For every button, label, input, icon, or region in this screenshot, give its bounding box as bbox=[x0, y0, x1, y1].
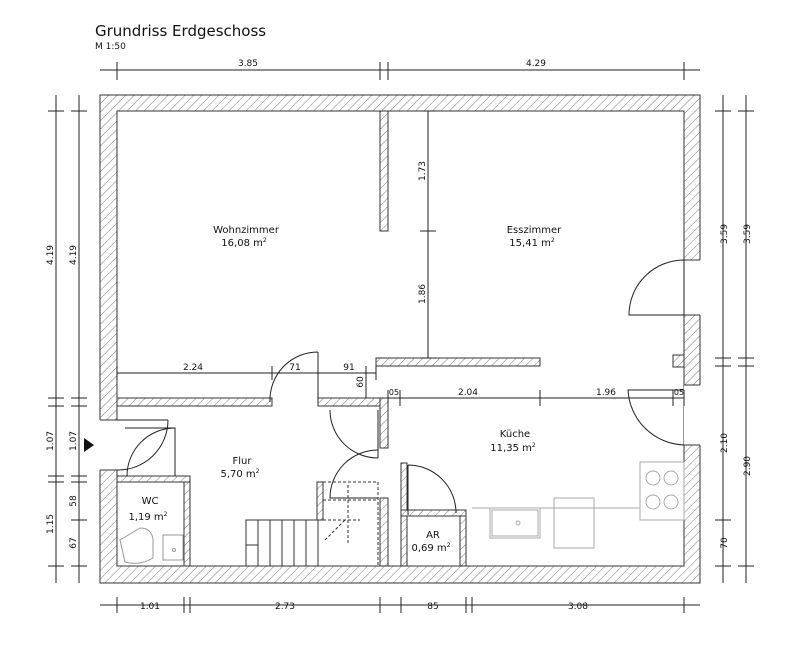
room-name-kitchen: Küche bbox=[500, 429, 530, 440]
wall-dining-right-stub bbox=[672, 354, 685, 368]
dim-interior-186: 1.86 bbox=[418, 284, 428, 304]
dim-left-inner-2: 1.07 bbox=[69, 431, 79, 451]
door-wc bbox=[125, 427, 176, 477]
dim-interior-173: 1.73 bbox=[418, 161, 428, 181]
dim-right-outer-1: 3.59 bbox=[743, 224, 753, 244]
dim-interior-196: 1.96 bbox=[596, 388, 616, 398]
wc-fixtures bbox=[119, 527, 184, 564]
dim-interior-224: 2.24 bbox=[183, 363, 203, 373]
dim-left-inner-1: 4.19 bbox=[69, 245, 79, 265]
entrance-arrow-icon bbox=[84, 438, 94, 452]
door-kitchen bbox=[627, 389, 685, 446]
dimension-lines bbox=[48, 62, 754, 613]
door-ar bbox=[407, 464, 457, 515]
wall-ar-top bbox=[400, 509, 467, 517]
dim-bottom-2: 2.73 bbox=[275, 602, 295, 612]
wall-living-hall-mid bbox=[317, 397, 389, 407]
room-area-storage: 0,69 m2 bbox=[411, 542, 450, 554]
toilet-icon bbox=[119, 527, 154, 564]
door-entrance bbox=[116, 419, 169, 471]
room-name-dining: Esszimmer bbox=[507, 225, 562, 236]
room-name-hall: Flur bbox=[233, 456, 253, 467]
room-name-storage: AR bbox=[426, 530, 440, 541]
dim-right-inner-1: 3.59 bbox=[720, 224, 730, 244]
dim-left-outer-3: 1.15 bbox=[46, 514, 56, 534]
dim-left-outer-1: 4.19 bbox=[46, 245, 56, 265]
dim-left-outer-2: 1.07 bbox=[46, 431, 56, 451]
dim-right-inner-2: 2.10 bbox=[720, 433, 730, 453]
dim-interior-91: 91 bbox=[343, 363, 354, 373]
room-area-hall: 5,70 m2 bbox=[220, 468, 259, 480]
room-labels: Wohnzimmer 16,08 m2 Esszimmer 15,41 m2 F… bbox=[128, 225, 562, 554]
wall-wc-top bbox=[116, 475, 191, 483]
dim-interior-05-right: 05 bbox=[674, 388, 684, 397]
room-area-wc: 1,19 m2 bbox=[128, 511, 167, 523]
dimension-labels: 3.85 4.29 1.01 2.73 85 3.08 4.19 1.07 1.… bbox=[46, 59, 753, 612]
dim-bottom-1: 1.01 bbox=[140, 602, 160, 612]
dim-left-inner-4: 67 bbox=[69, 537, 79, 548]
room-name-wc: WC bbox=[142, 496, 159, 507]
dim-interior-71: 71 bbox=[289, 363, 300, 373]
wall-living-hall-left bbox=[116, 397, 273, 407]
room-area-dining: 15,41 m2 bbox=[509, 237, 555, 249]
door-living bbox=[269, 351, 319, 404]
wall-hall-kitchen-lower bbox=[379, 497, 389, 567]
kitchen-fixtures bbox=[472, 461, 685, 549]
wall-openings bbox=[99, 260, 701, 470]
room-area-kitchen: 11,35 m2 bbox=[490, 442, 536, 454]
door-stair bbox=[329, 449, 379, 499]
dim-interior-204: 2.04 bbox=[458, 388, 478, 398]
dim-right-outer-2: 2.90 bbox=[743, 456, 753, 476]
door-dining bbox=[628, 259, 685, 316]
washbasin-icon bbox=[162, 534, 184, 561]
dim-top-2: 4.29 bbox=[526, 59, 546, 69]
dim-top-1: 3.85 bbox=[238, 59, 258, 69]
dim-bottom-4: 3.08 bbox=[568, 602, 588, 612]
stove-icon bbox=[639, 461, 685, 521]
dim-interior-60: 60 bbox=[356, 376, 366, 388]
staircase bbox=[245, 481, 379, 567]
dim-bottom-3: 85 bbox=[427, 602, 438, 612]
interior-walls bbox=[116, 110, 685, 567]
room-name-living: Wohnzimmer bbox=[213, 225, 280, 236]
wall-wc-right bbox=[183, 475, 191, 567]
dim-right-inner-3: 70 bbox=[720, 537, 730, 549]
scale-label: M 1:50 bbox=[95, 42, 126, 52]
wall-stair-left bbox=[316, 481, 324, 521]
wall-ar-right bbox=[459, 509, 467, 567]
page-title: Grundriss Erdgeschoss bbox=[95, 22, 267, 40]
wall-living-dining-upper bbox=[379, 110, 389, 232]
dim-interior-05-left: 05 bbox=[389, 388, 399, 397]
wall-hall-kitchen bbox=[379, 397, 389, 449]
wall-dining-kitchen bbox=[375, 357, 541, 367]
room-area-living: 16,08 m2 bbox=[221, 237, 267, 249]
dim-left-inner-3: 58 bbox=[69, 495, 79, 507]
sink-icon bbox=[491, 509, 539, 537]
